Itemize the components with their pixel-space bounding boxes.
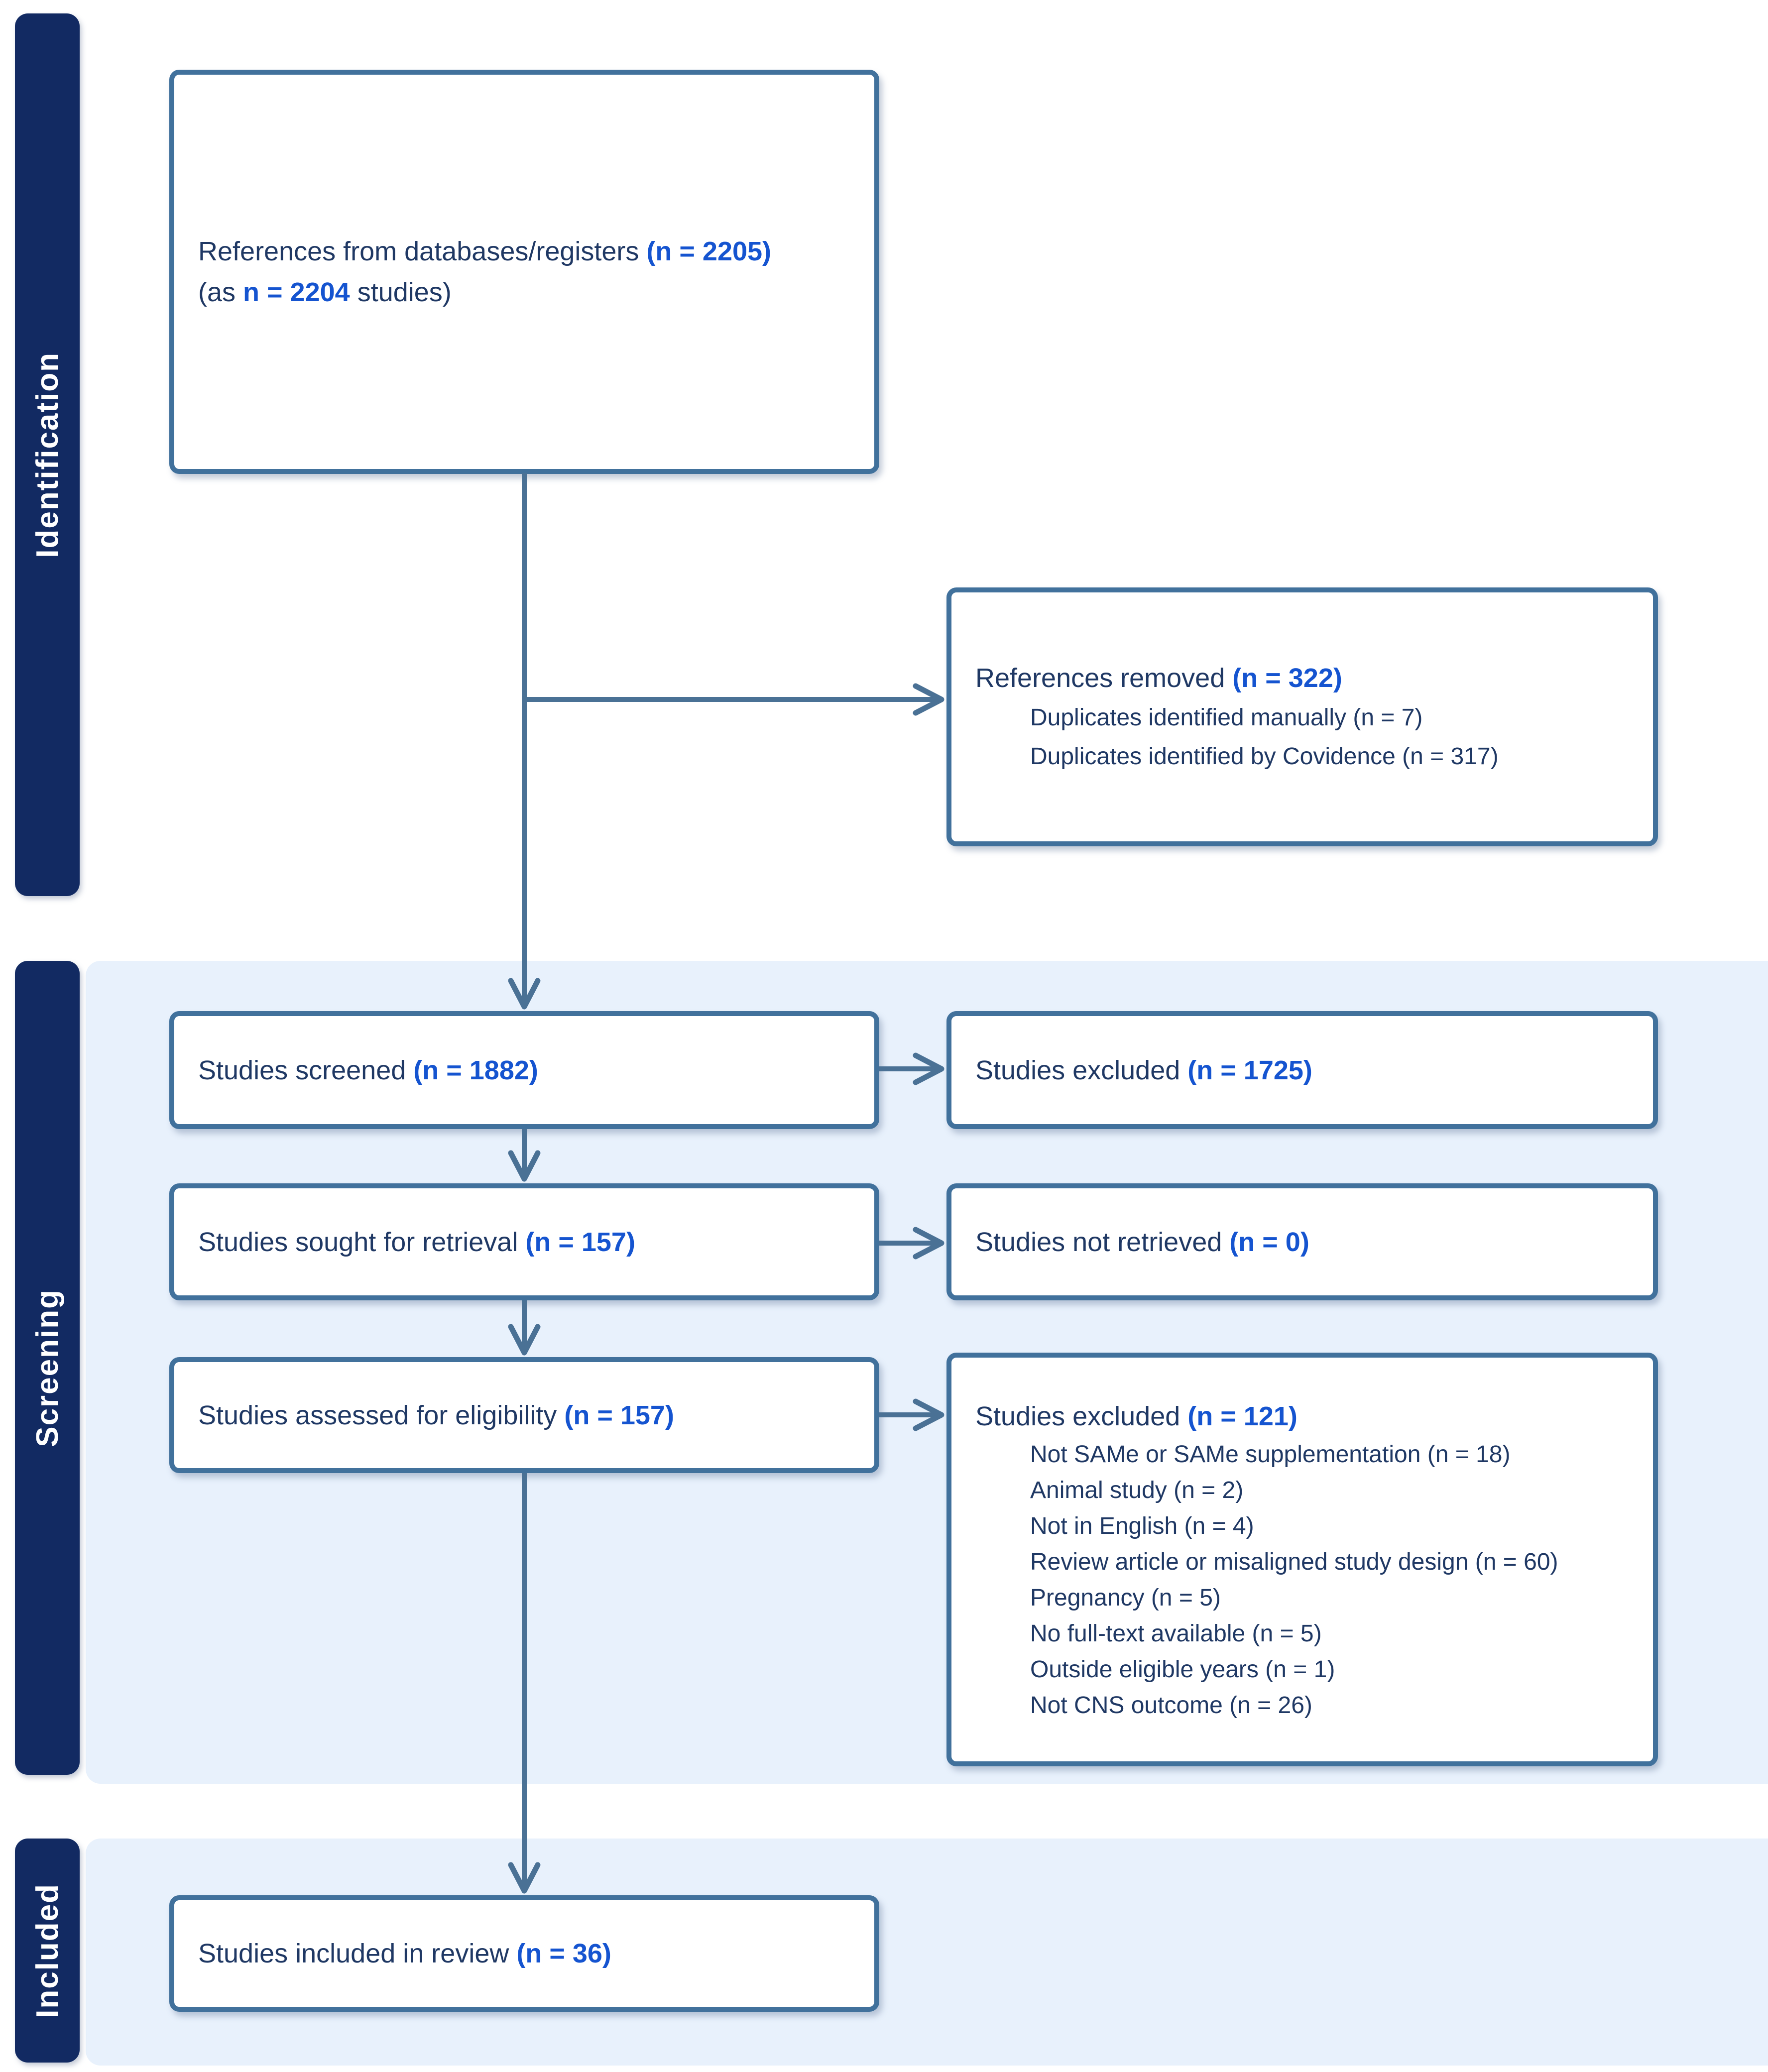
studies-included-line: Studies included in review (n = 36): [198, 1933, 864, 1974]
studies-included-count: (n = 36): [516, 1939, 611, 1968]
identification-stage-label: Identification: [30, 351, 65, 558]
exclusion-reason-item: Not in English (n = 4): [1030, 1512, 1254, 1539]
exclusion-reason-item: Review article or misaligned study desig…: [1030, 1548, 1558, 1575]
studies-excluded-eligibility-title: Studies excluded (n = 121): [975, 1396, 1643, 1437]
box-studies-sought-for-retrieval: Studies sought for retrieval (n = 157): [169, 1183, 879, 1300]
studies-excluded-eligibility-count: (n = 121): [1187, 1401, 1297, 1431]
removed-reason-item: Duplicates identified manually (n = 7): [1030, 704, 1423, 731]
references-line2-prefix: (as: [198, 277, 243, 307]
box-references-from-databases: References from databases/registers (n =…: [169, 70, 879, 474]
references-line1-count: (n = 2205): [646, 236, 772, 266]
references-removed-count: (n = 322): [1232, 663, 1342, 693]
studies-excluded-eligibility-text: Studies excluded: [975, 1401, 1188, 1431]
removed-reason-item: Duplicates identified by Covidence (n = …: [1030, 743, 1499, 770]
studies-sought-text: Studies sought for retrieval: [198, 1227, 526, 1257]
exclusion-reason-item: Pregnancy (n = 5): [1030, 1584, 1221, 1611]
studies-sought-count: (n = 157): [525, 1227, 635, 1257]
studies-assessed-text: Studies assessed for eligibility: [198, 1400, 565, 1430]
references-line2-count: n = 2204: [243, 277, 350, 307]
exclusion-reason-item: Not CNS outcome (n = 26): [1030, 1692, 1312, 1719]
references-line1-text: References from databases/registers: [198, 236, 647, 266]
exclusion-reason-item: No full-text available (n = 5): [1030, 1620, 1322, 1647]
studies-excluded-screening-text: Studies excluded: [975, 1055, 1188, 1085]
studies-screened-text: Studies screened: [198, 1055, 414, 1085]
box-studies-screened: Studies screened (n = 1882): [169, 1011, 879, 1129]
included-stage-label: Included: [30, 1883, 65, 2018]
studies-assessed-line: Studies assessed for eligibility (n = 15…: [198, 1395, 864, 1436]
references-line-1: References from databases/registers (n =…: [198, 231, 864, 272]
included-stage-bar: Included: [15, 1839, 80, 2063]
screening-stage-bar: Screening: [15, 961, 80, 1775]
references-line2-suffix: studies): [350, 277, 452, 307]
references-removed-text: References removed: [975, 663, 1233, 693]
box-studies-not-retrieved: Studies not retrieved (n = 0): [946, 1183, 1658, 1300]
studies-not-retrieved-text: Studies not retrieved: [975, 1227, 1230, 1257]
box-studies-excluded-screening: Studies excluded (n = 1725): [946, 1011, 1658, 1129]
references-removed-title: References removed (n = 322): [975, 658, 1643, 698]
box-studies-excluded-eligibility: Studies excluded (n = 121) Not SAMe or S…: [946, 1353, 1658, 1766]
exclusion-reason-item: Animal study (n = 2): [1030, 1477, 1244, 1503]
studies-excluded-screening-line: Studies excluded (n = 1725): [975, 1050, 1643, 1091]
studies-assessed-count: (n = 157): [564, 1400, 674, 1430]
studies-sought-line: Studies sought for retrieval (n = 157): [198, 1222, 864, 1263]
studies-screened-line: Studies screened (n = 1882): [198, 1050, 864, 1091]
exclusion-reason-item: Outside eligible years (n = 1): [1030, 1656, 1335, 1683]
box-studies-included-in-review: Studies included in review (n = 36): [169, 1895, 879, 2012]
box-studies-assessed-for-eligibility: Studies assessed for eligibility (n = 15…: [169, 1357, 879, 1473]
studies-excluded-screening-count: (n = 1725): [1187, 1055, 1312, 1085]
exclusion-reason-item: Not SAMe or SAMe supplementation (n = 18…: [1030, 1441, 1511, 1468]
studies-screened-count: (n = 1882): [413, 1055, 538, 1085]
box-references-removed: References removed (n = 322) Duplicates …: [946, 587, 1658, 846]
studies-included-text: Studies included in review: [198, 1939, 517, 1968]
identification-stage-bar: Identification: [15, 13, 80, 896]
studies-not-retrieved-line: Studies not retrieved (n = 0): [975, 1222, 1643, 1263]
references-line-2: (as n = 2204 studies): [198, 272, 864, 313]
screening-stage-label: Screening: [30, 1288, 65, 1447]
studies-not-retrieved-count: (n = 0): [1229, 1227, 1309, 1257]
